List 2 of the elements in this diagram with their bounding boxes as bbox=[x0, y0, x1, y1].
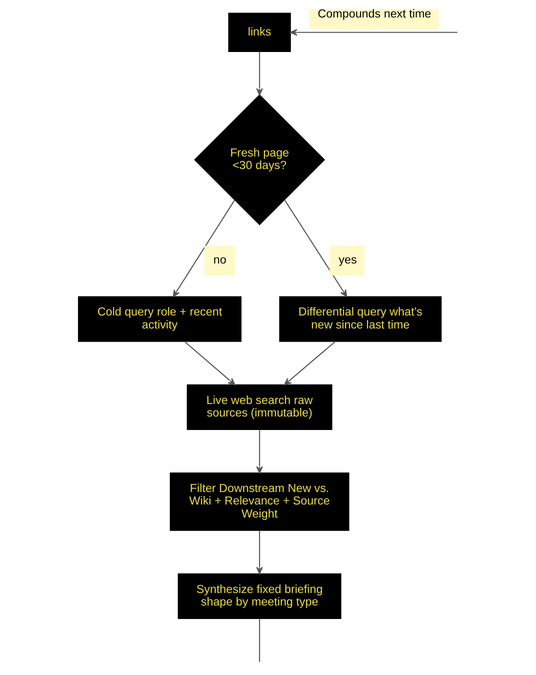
edge-label: no bbox=[212, 253, 226, 266]
edge-label: yes bbox=[338, 253, 356, 266]
